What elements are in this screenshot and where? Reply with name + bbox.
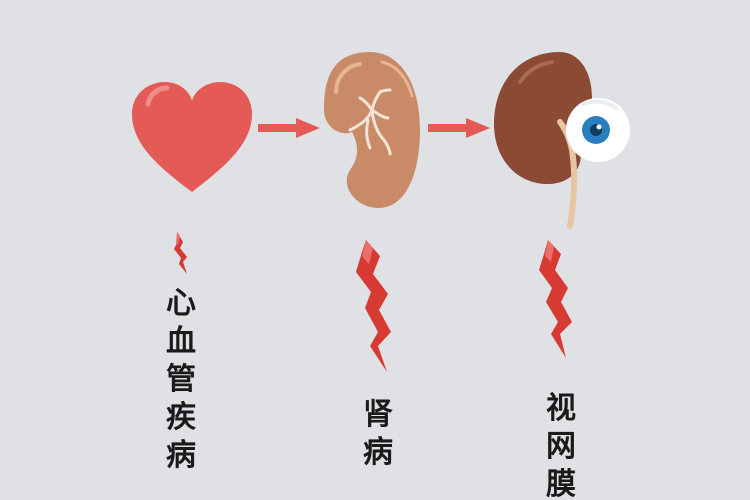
label-retinopathy: 视 网 膜 xyxy=(546,394,576,500)
label-char: 血 xyxy=(166,324,196,359)
kidney-icon xyxy=(324,52,420,208)
label-char: 疾 xyxy=(166,400,196,435)
label-kidney-disease: 肾 病 xyxy=(363,400,393,476)
label-char: 网 xyxy=(546,429,576,464)
kidney-with-eye-icon xyxy=(494,52,630,229)
label-char: 视 xyxy=(546,391,576,426)
heart-icon xyxy=(132,82,252,192)
label-cardiovascular-disease: 心 血 管 疾 病 xyxy=(166,289,196,479)
label-char: 管 xyxy=(166,362,196,397)
arrow-right-icon-2 xyxy=(428,118,490,138)
lightning-bolt-icon-1 xyxy=(174,232,187,274)
lightning-bolt-icon-3 xyxy=(539,240,572,358)
label-char: 肾 xyxy=(363,397,393,432)
lightning-bolt-icon-2 xyxy=(356,240,391,372)
label-char: 病 xyxy=(363,435,393,470)
label-char: 心 xyxy=(166,286,196,321)
label-char: 膜 xyxy=(546,467,576,500)
arrow-right-icon-1 xyxy=(258,118,320,138)
label-char: 病 xyxy=(166,438,196,473)
